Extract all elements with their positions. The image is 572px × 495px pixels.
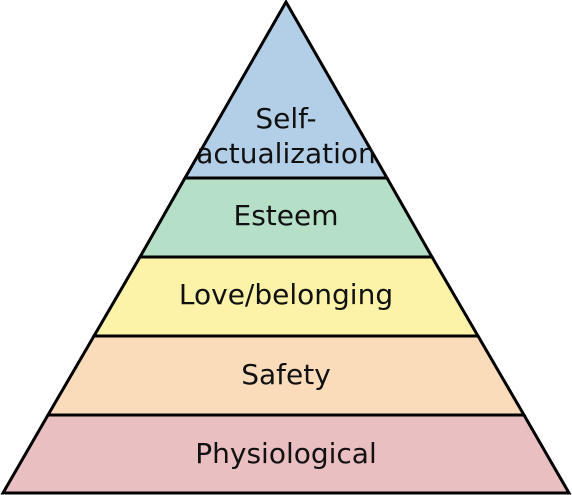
tier-label-esteem: Esteem bbox=[234, 199, 339, 232]
tier-label-safety: Safety bbox=[241, 358, 331, 391]
tier-label-love-belonging: Love/belonging bbox=[179, 278, 393, 311]
tier-label-self-actualization-line2: actualization bbox=[196, 137, 375, 170]
tier-label-self-actualization-line1: Self- bbox=[255, 102, 316, 135]
tier-physiological bbox=[0, 413, 572, 495]
tier-label-physiological: Physiological bbox=[195, 437, 377, 470]
